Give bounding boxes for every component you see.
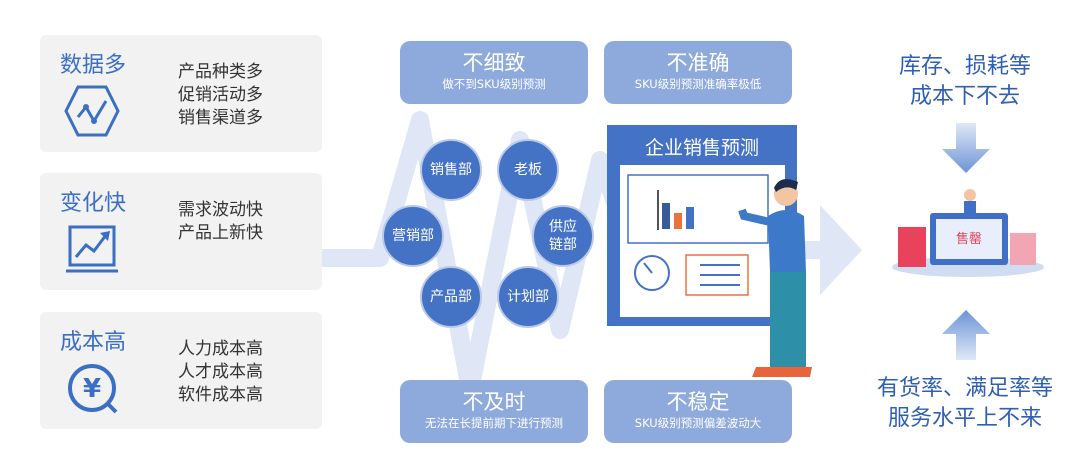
list-icon (685, 254, 749, 296)
problem-not-accurate: 不准确 SKU级别预测准确率极低 (604, 41, 792, 104)
yen-coin-icon: ¥ (68, 364, 118, 414)
dept-supply-chain: 供应链部 (532, 205, 594, 267)
text-line: 库存、损耗等 (898, 54, 1031, 79)
presenter-illustration (738, 179, 812, 377)
card-data-volume: 数据多 产品种类多促销活动多销售渠道多 (40, 35, 322, 152)
board-title: 企业销售预测 (644, 137, 759, 159)
problem-desc: 做不到SKU级别预测 (442, 77, 546, 91)
gauge-icon (634, 255, 670, 291)
right-top-text: 库存、损耗等成本下不去 (860, 52, 1070, 112)
problem-not-stable: 不稳定 SKU级别预测偏差波动大 (604, 380, 792, 443)
forecast-board: 企业销售预测 (607, 125, 797, 326)
card-title: 变化快 (60, 191, 127, 216)
arrow-down-icon (942, 123, 990, 173)
problem-desc: SKU级别预测准确率极低 (634, 77, 762, 91)
arrow-up-icon (942, 310, 990, 360)
text-line: 服务水平上不来 (887, 406, 1042, 431)
problem-title: 不准确 (666, 51, 730, 75)
svg-text:¥: ¥ (83, 374, 101, 404)
card-line: 软件成本高 (178, 385, 263, 405)
card-line: 销售渠道多 (178, 108, 263, 128)
problem-title: 不细致 (462, 51, 526, 75)
dept-boss: 老板 (497, 139, 559, 201)
trend-up-chart-icon (66, 225, 118, 273)
problem-title: 不稳定 (666, 390, 730, 414)
shop-sign: 售罄 (956, 231, 982, 247)
dept-product: 产品部 (420, 266, 482, 328)
card-line: 人力成本高 (178, 339, 263, 359)
bar-chart-icon (627, 174, 769, 296)
card-line: 产品上新快 (178, 223, 263, 243)
problem-desc: SKU级别预测偏差波动大 (634, 416, 762, 430)
board-panel (620, 165, 785, 317)
ecommerce-illustration: 售罄 (892, 189, 1044, 277)
problem-not-timely: 不及时无法在长提前期下进行预测 (400, 380, 588, 443)
problem-not-detailed: 不细致做不到SKU级别预测 (400, 41, 588, 104)
card-line: 人才成本高 (178, 362, 263, 382)
card-high-cost: 成本高 ¥ 人力成本高人才成本高软件成本高 (40, 312, 322, 429)
card-line: 促销活动多 (178, 85, 263, 105)
card-line: 需求波动快 (178, 200, 263, 220)
dept-marketing: 营销部 (382, 205, 444, 267)
dept-sales: 销售部 (420, 139, 482, 201)
text-line: 成本下不去 (909, 84, 1020, 109)
problem-desc: 无法在长提前期下进行预测 (425, 416, 563, 430)
hexagon-chart-icon (64, 85, 120, 137)
card-line: 产品种类多 (178, 62, 263, 82)
problem-title: 不及时 (462, 390, 526, 414)
dept-planning: 计划部 (497, 266, 559, 328)
text-line: 有货率、满足率等 (876, 376, 1053, 401)
right-bottom-text: 有货率、满足率等服务水平上不来 (860, 374, 1070, 434)
card-title: 成本高 (60, 330, 127, 355)
card-title: 数据多 (60, 53, 127, 78)
card-fast-change: 变化快 需求波动快产品上新快 (40, 173, 322, 290)
